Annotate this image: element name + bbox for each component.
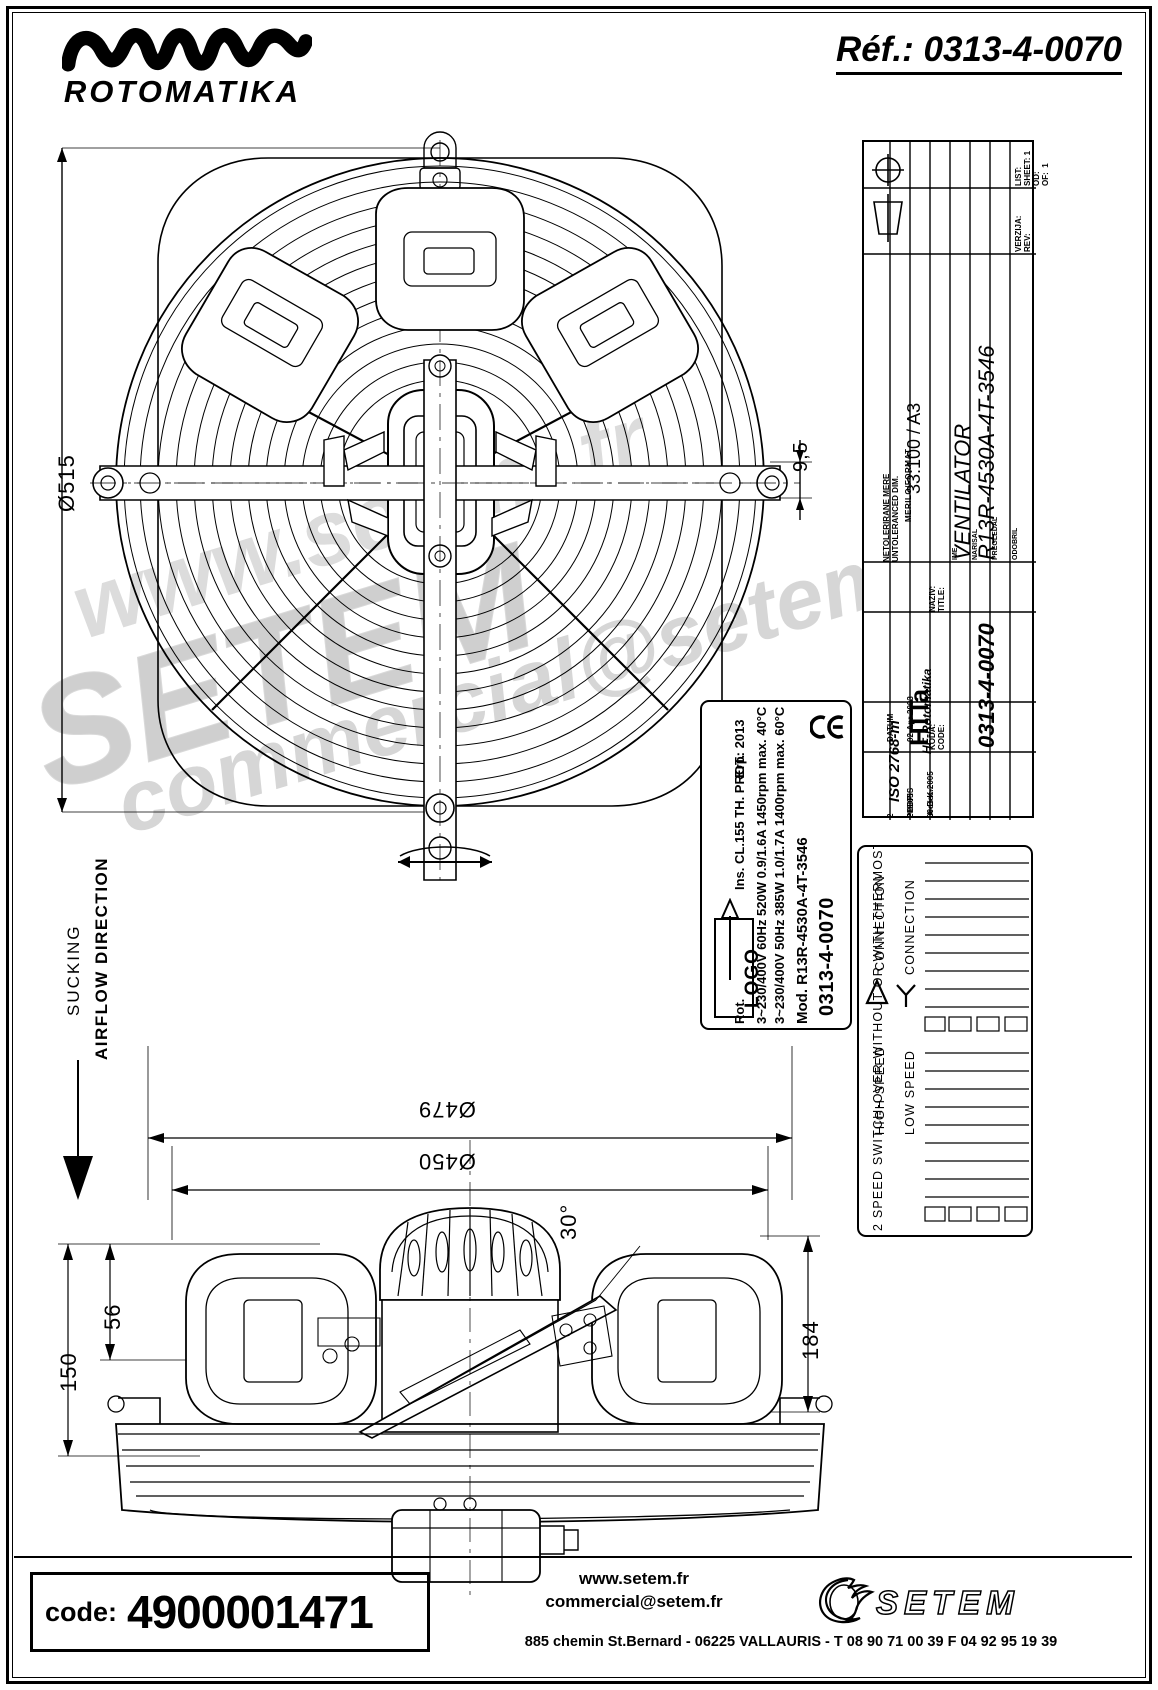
tb-title-label: NAZIV: TITLE:	[928, 585, 946, 612]
nameplate-model: Mod. R13R-4530A-4T-3546	[794, 837, 811, 1024]
star-connection-icon	[896, 984, 916, 1007]
wire-color-h8: GREEN/YEL.	[1031, 1006, 1033, 1069]
tb-rev-row-0-code: 239/05	[906, 793, 915, 818]
footer-divider	[14, 1556, 1132, 1558]
dim-angle: 30°	[556, 1203, 581, 1240]
tb-scale-value: 33:100 / A3	[904, 402, 924, 494]
wire-color-h7: BLACK	[1031, 1053, 1033, 1087]
rotomatika-logo: ROTOMATIKA	[40, 26, 370, 118]
wire-color-0: WHITE	[1031, 989, 1033, 1023]
contact-info: www.setem.fr commercial@setem.fr	[454, 1568, 814, 1614]
nameplate-erp: Erp: 2013	[732, 719, 747, 778]
tb-rev-row-0-no: 2	[886, 813, 895, 818]
wire-color-h5: BLUE	[1031, 1096, 1033, 1123]
wire-color-h6: GREY	[1031, 1076, 1033, 1105]
wire-color-3: BROWN	[1031, 930, 1033, 969]
dim-height-total: 150	[56, 1352, 81, 1392]
ce-mark-icon	[810, 715, 844, 739]
delta-connection-icon	[865, 979, 889, 1005]
dim-thickness: 9,5	[790, 441, 812, 472]
wire-color-h2: ORANGE	[1031, 1132, 1033, 1177]
nameplate-logo-box: LOGO	[714, 918, 763, 1018]
wire-color-h1: WHITE	[1031, 1161, 1033, 1195]
tb-drawn-label: NARISAL	[972, 528, 979, 560]
dim-bottom-outer-diameter: Ø479	[418, 1097, 476, 1122]
squiggle-logo-icon	[62, 27, 312, 72]
tb-rev-row-0-date: 06-Dec-2005	[926, 771, 935, 818]
tb-company-name: HF-Rotomatika	[920, 668, 934, 754]
wiring-low-speed-label: LOW SPEED	[903, 1049, 917, 1135]
wiring-low-speed-connection: CONNECTION	[903, 878, 917, 975]
wire-color-5: BLUE	[1031, 906, 1033, 933]
reference-number: Réf.: 0313-4-0070	[836, 31, 1122, 75]
footer-brand: SETEM	[875, 1583, 1020, 1622]
motor-nameplate: 0313-4-0070 Mod. R13R-4530A-4T-3546 3~23…	[700, 700, 852, 1030]
tb-name-label: IME	[952, 547, 959, 560]
wiring-high-speed-label: HIGH SPEED	[873, 1045, 887, 1135]
nameplate-code: 0313-4-0070	[816, 897, 838, 1016]
tb-approved-label: ODOBRIL	[1012, 527, 1019, 560]
page-border-outer	[6, 6, 1152, 1684]
wire-color-2: ORANGE	[1031, 942, 1033, 987]
wiring-high-speed-connection: CONNECTION	[873, 874, 887, 971]
wire-color-1: WHITE	[1031, 971, 1033, 1005]
nameplate-line-50hz: 3~230/400V 50Hz 385W 1.0/1.7A 1400rpm ma…	[772, 706, 787, 1024]
page-border-inner	[12, 12, 1146, 1678]
wire-color-6: GREY	[1031, 886, 1033, 915]
footer: code: 4900001471 www.setem.fr commercial…	[14, 1566, 1132, 1678]
brand-name: ROTOMATIKA	[63, 74, 302, 109]
tb-tolerance-label: NETOLERIRANE MERE UNTOLERANCED DIM.	[882, 473, 900, 562]
nameplate-logo-text: LOGO	[742, 948, 763, 1008]
tb-of-label: OD: OF: 1	[1032, 163, 1050, 186]
footer-website[interactable]: www.setem.fr	[579, 1569, 689, 1588]
tb-code-value: 0313-4-0070	[974, 623, 999, 748]
tb-checked-label: PREGLEDAL	[992, 516, 999, 560]
wiring-ladder-low	[924, 862, 1029, 1032]
wire-color-4: RED	[1031, 929, 1033, 951]
dim-outer-diameter: Ø515	[54, 454, 79, 512]
footer-address: 885 chemin St.Bernard - 06225 VALLAURIS …	[524, 1634, 1058, 1650]
title-block: MERILO/FORMAT 33:100 / A3 NAZIV: TITLE: …	[862, 140, 1050, 820]
footer-email[interactable]: commercial@setem.fr	[545, 1591, 723, 1611]
tb-sheet-label: LIST: SHEET: 1	[1014, 150, 1032, 186]
dim-depth: 184	[798, 1320, 823, 1360]
code-value: 4900001471	[127, 1586, 374, 1638]
tb-rev-label: VERZIJA: REV:	[1014, 215, 1032, 252]
wire-color-7: BLACK	[1031, 863, 1033, 897]
wire-color-h4: RED	[1031, 1119, 1033, 1141]
airflow-label-sucking: SUCKING	[64, 924, 83, 1016]
wiring-ladder-high	[924, 1052, 1029, 1222]
title-block-grid	[864, 142, 1036, 820]
wire-color-h0: WHITE	[1031, 1179, 1033, 1213]
code-label: code:	[45, 1596, 118, 1627]
setem-swan-icon	[819, 1577, 875, 1624]
dim-height-partial: 56	[100, 1303, 125, 1330]
dim-bottom-inner-diameter: Ø450	[418, 1149, 476, 1174]
wiring-diagram-box: 2 SPEED SWITCH-OVER WITHOUT OR WITH THER…	[857, 845, 1033, 1237]
code-box: code: 4900001471	[30, 1572, 430, 1652]
airflow-label-direction: AIRFLOW DIRECTION	[92, 856, 111, 1060]
wire-color-h3: BROWN	[1031, 1120, 1033, 1159]
tb-company-logo: HTTa	[870, 650, 934, 750]
